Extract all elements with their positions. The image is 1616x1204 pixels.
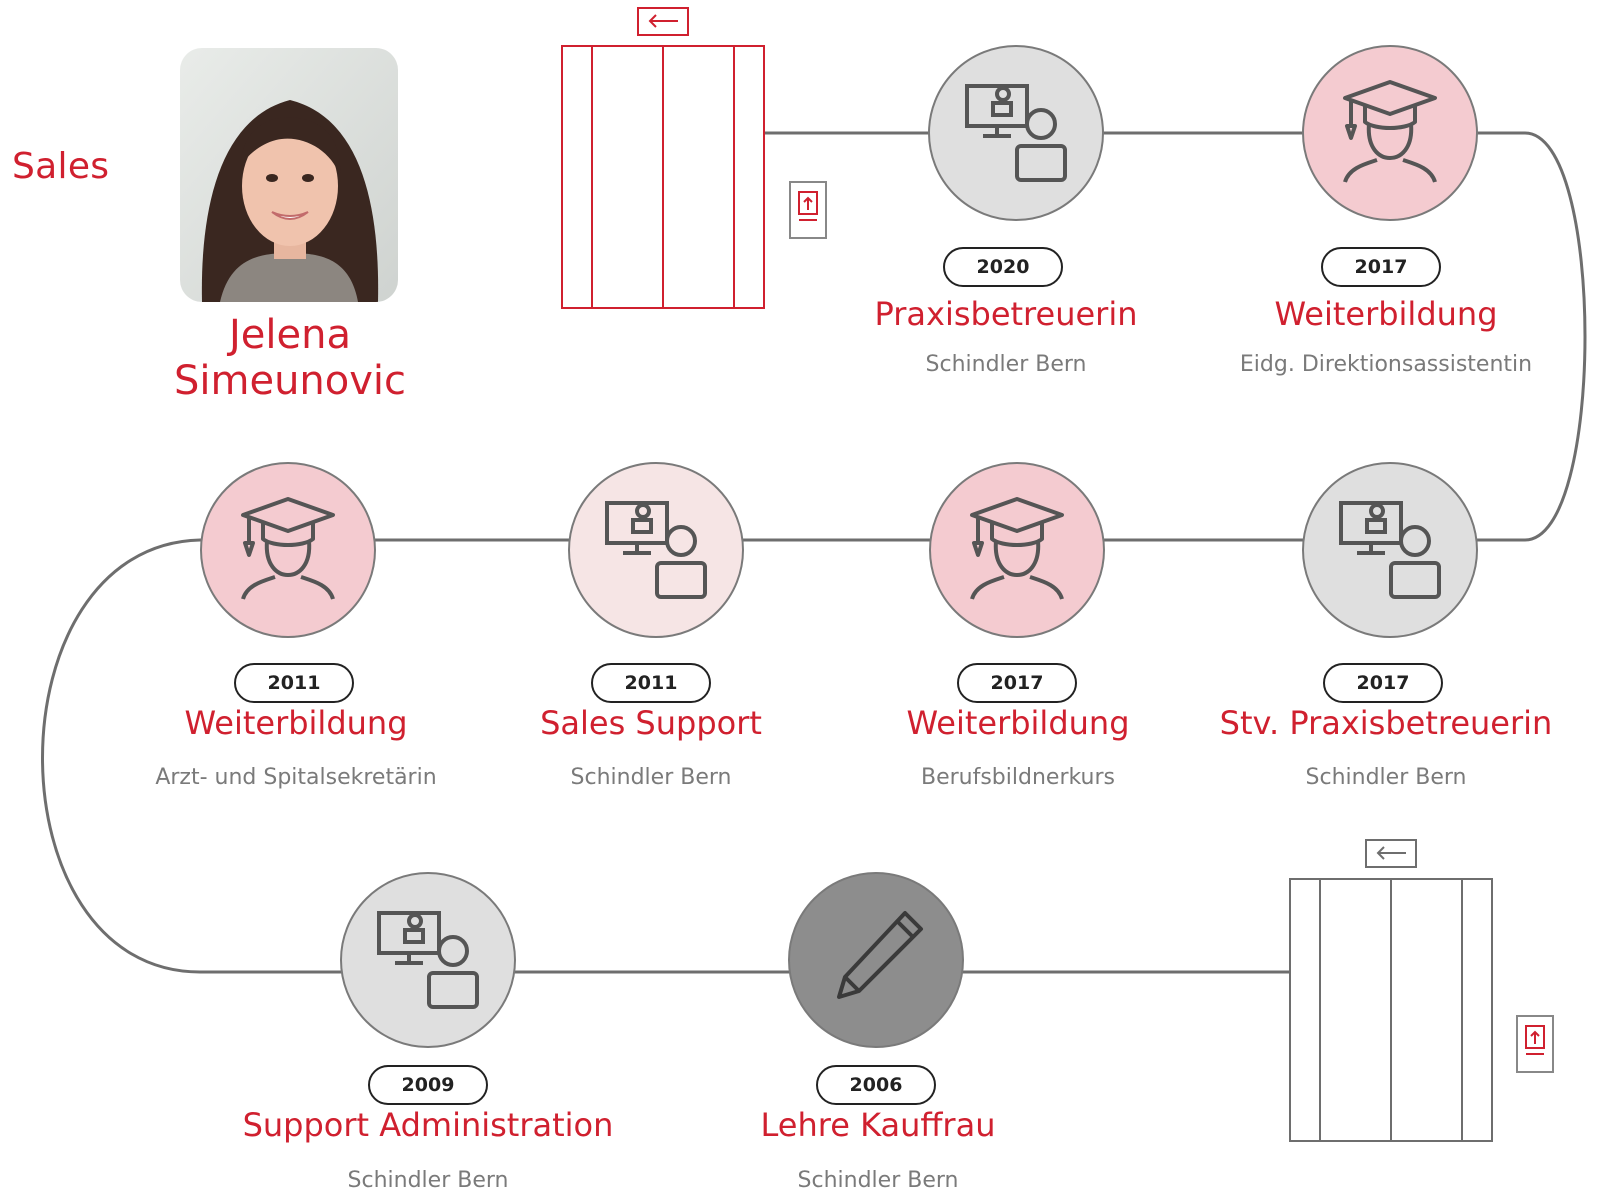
year-badge: 2011 <box>234 663 354 703</box>
milestone-circle <box>788 872 964 1048</box>
graduate-icon <box>233 493 343 607</box>
milestone-circle <box>928 45 1104 221</box>
milestone-circle <box>1302 462 1478 638</box>
milestone-subtitle: Arzt- und Spitalsekretärin <box>155 765 437 790</box>
person-computer-icon <box>373 903 483 1017</box>
person-computer-icon <box>601 493 711 607</box>
year-badge: 2006 <box>816 1065 936 1105</box>
person-name: Jelena Simeunovic <box>173 312 407 404</box>
milestone-circle <box>200 462 376 638</box>
milestone-circle <box>340 872 516 1048</box>
milestone-circle <box>1302 45 1478 221</box>
elevator-bottom-icon <box>1289 839 1554 1142</box>
profile-photo <box>180 48 398 302</box>
milestone-title: Weiterbildung <box>906 704 1130 742</box>
elevator-top-icon <box>561 7 827 309</box>
graduate-icon <box>962 493 1072 607</box>
milestone-subtitle: Schindler Bern <box>797 1168 959 1193</box>
milestone-subtitle: Schindler Bern <box>570 765 732 790</box>
person-computer-icon <box>1335 493 1445 607</box>
milestone-title: Lehre Kauffrau <box>760 1106 996 1144</box>
milestone-title: Praxisbetreuerin <box>874 295 1138 333</box>
year-badge: 2017 <box>1323 663 1443 703</box>
year-badge: 2009 <box>368 1065 488 1105</box>
year-badge: 2011 <box>591 663 711 703</box>
milestone-subtitle: Schindler Bern <box>347 1168 509 1193</box>
milestone-title: Weiterbildung <box>1274 295 1498 333</box>
year-badge: 2017 <box>957 663 1077 703</box>
milestone-circle <box>929 462 1105 638</box>
person-computer-icon <box>961 76 1071 190</box>
milestone-subtitle: Schindler Bern <box>1305 765 1467 790</box>
milestone-title: Support Administration <box>242 1106 614 1144</box>
department-label: Sales <box>12 146 110 187</box>
milestone-title: Sales Support <box>540 704 762 742</box>
year-badge: 2020 <box>943 247 1063 287</box>
milestone-subtitle: Eidg. Direktionsassistentin <box>1239 352 1533 377</box>
pencil-icon <box>821 903 931 1017</box>
milestone-title: Stv. Praxisbetreuerin <box>1219 704 1553 742</box>
milestone-title: Weiterbildung <box>184 704 408 742</box>
milestone-subtitle: Berufsbildnerkurs <box>920 765 1115 790</box>
milestone-subtitle: Schindler Bern <box>925 352 1087 377</box>
year-badge: 2017 <box>1321 247 1441 287</box>
milestone-circle <box>568 462 744 638</box>
graduate-icon <box>1335 76 1445 190</box>
